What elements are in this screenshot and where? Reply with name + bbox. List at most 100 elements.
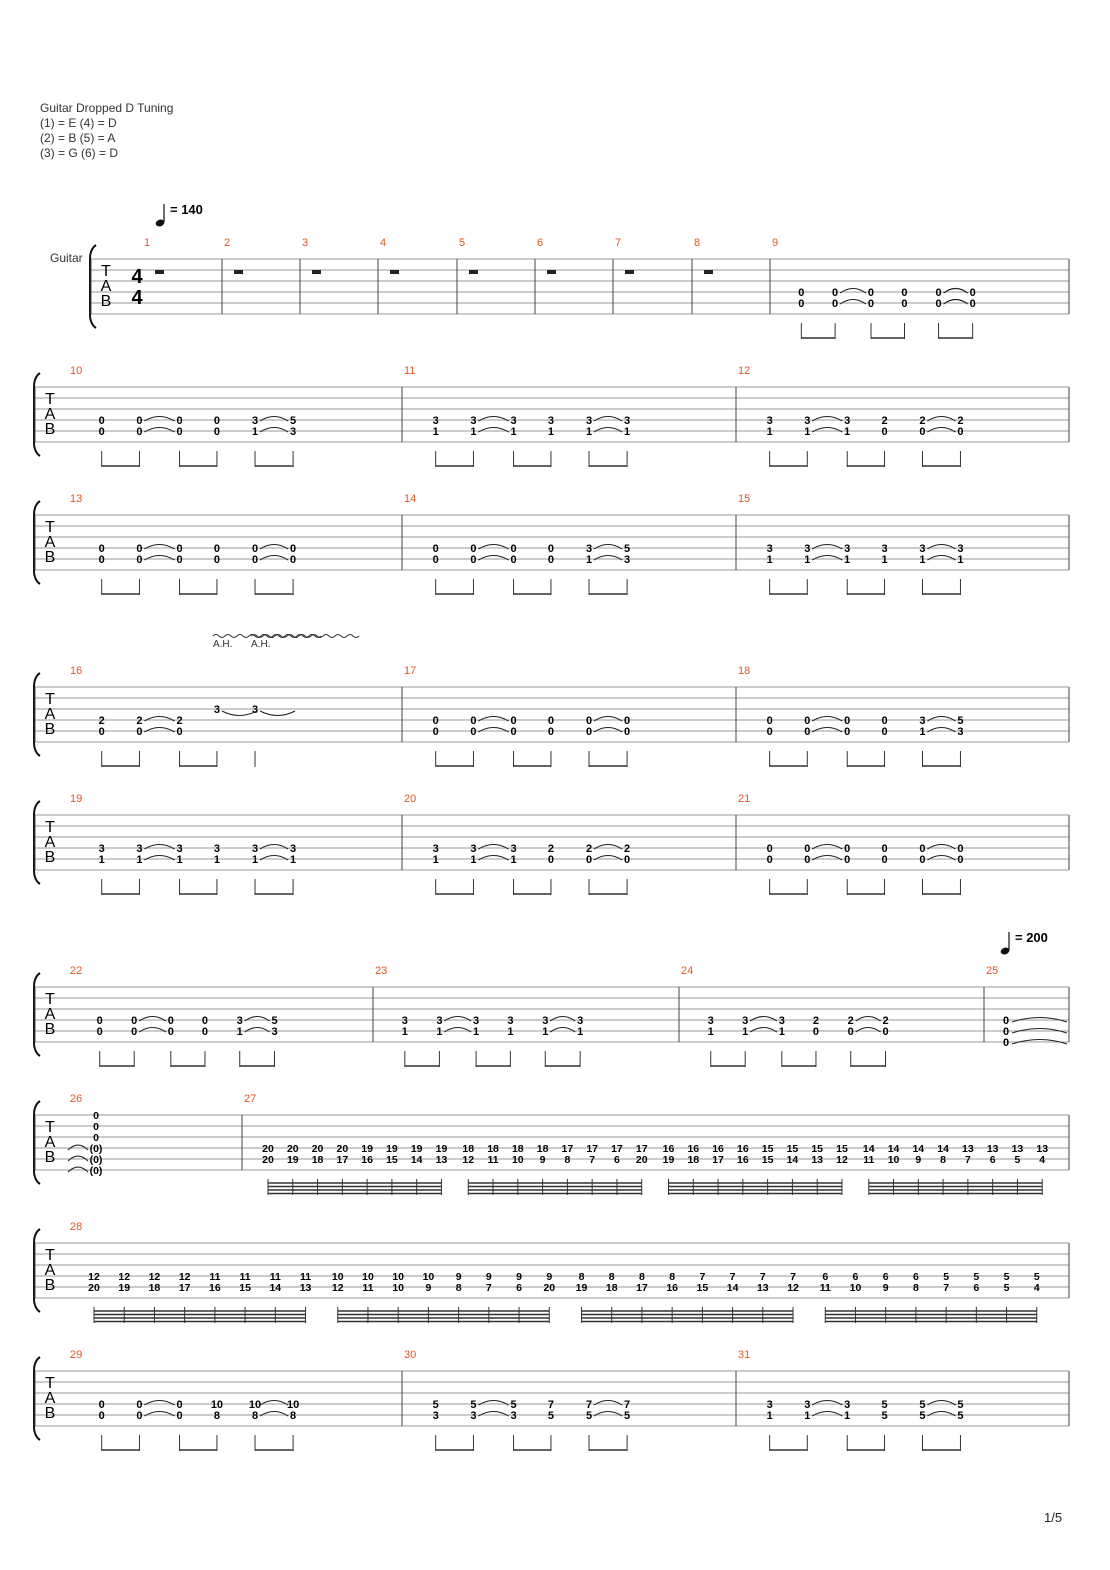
tab-fret-number: 0	[548, 543, 554, 555]
tab-clef-letter: B	[45, 1021, 56, 1038]
tuning-line: (3) = G (6) = D	[40, 146, 119, 160]
tab-fret-number: 0	[99, 726, 105, 738]
tab-fret-number: 0	[970, 298, 976, 310]
tab-fret-number: 2	[882, 1015, 888, 1027]
tab-fret-number: 11	[240, 1271, 251, 1283]
tab-fret-number: 15	[811, 1143, 823, 1155]
tab-fret-number: 0	[868, 287, 874, 299]
measure-number: 23	[375, 965, 387, 977]
tie-arc	[478, 1399, 509, 1406]
tab-fret-number: 10	[512, 1154, 524, 1166]
tab-fret-number: 0	[131, 1015, 137, 1027]
tab-fret-number: 13	[962, 1143, 974, 1155]
tab-fret-number: 3	[767, 543, 773, 555]
tab-fret-number: 0	[433, 543, 439, 555]
tab-fret-number: 3	[290, 426, 296, 438]
tab-fret-number: 1	[507, 1026, 513, 1038]
tab-fret-number: 14	[411, 1154, 423, 1166]
tie-arc	[927, 554, 956, 561]
tie-arc	[549, 1015, 576, 1022]
tab-fret-number: 13	[757, 1282, 769, 1294]
tab-fret-number: 3	[470, 843, 476, 855]
tab-fret-number: 3	[844, 415, 850, 427]
tab-fret-number: 0	[848, 1026, 854, 1038]
tie-arc	[811, 415, 843, 422]
tie-arc	[144, 415, 175, 422]
tab-fret-number: 3	[252, 704, 258, 716]
tab-fret-number: 17	[586, 1143, 598, 1155]
tab-fret-number: 9	[915, 1154, 921, 1166]
tab-fret-number: 20	[636, 1154, 648, 1166]
tab-fret-number: 0	[510, 554, 516, 566]
tab-fret-number: 11	[209, 1271, 220, 1283]
tab-fret-number: 3	[271, 1026, 277, 1038]
tab-fret-number: 0	[767, 715, 773, 727]
measure-number: 29	[70, 1349, 82, 1361]
tie-arc	[1011, 1027, 1068, 1034]
tab-fret-number: 3	[237, 1015, 243, 1027]
tab-fret-number: 8	[669, 1271, 675, 1283]
tab-fret-number: 13	[987, 1143, 999, 1155]
tab-fret-number: 10	[287, 1399, 299, 1411]
tab-clef-letter: B	[45, 1277, 56, 1294]
tab-fret-number: 9	[883, 1282, 889, 1294]
tab-fret-number: 7	[589, 1154, 595, 1166]
tab-fret-number: 7	[790, 1271, 796, 1283]
whole-rest	[704, 270, 713, 274]
tab-fret-number: 7	[965, 1154, 971, 1166]
tab-fret-number: 14	[937, 1143, 949, 1155]
tab-fret-number: 2	[548, 843, 554, 855]
tab-fret-number: 0	[881, 426, 887, 438]
tab-fret-number: 16	[666, 1282, 678, 1294]
tie-arc	[927, 426, 956, 433]
tab-fret-number: 1	[767, 426, 773, 438]
tab-fret-number: 0	[624, 726, 630, 738]
tab-fret-number: 1	[708, 1026, 714, 1038]
tie-arc	[259, 415, 289, 422]
measure-number: 21	[738, 793, 750, 805]
tab-fret-number: 0	[433, 554, 439, 566]
tab-fret-number: 0	[214, 426, 220, 438]
tab-fret-number: 0	[804, 843, 810, 855]
tab-fret-number: 0	[97, 1015, 103, 1027]
measure-number: 7	[615, 237, 621, 249]
artificial-harmonic-label: A.H.	[251, 639, 270, 650]
tie-arc	[927, 715, 956, 722]
tab-fret-number: 0	[798, 298, 804, 310]
tab-fret-number: 0	[798, 287, 804, 299]
tab-fret-number: 0	[252, 543, 258, 555]
tab-fret-number: 16	[712, 1143, 724, 1155]
tab-fret-number: 0	[957, 843, 963, 855]
time-signature-bottom: 4	[131, 287, 143, 309]
tab-fret-number: 3	[804, 543, 810, 555]
tie-arc	[839, 287, 867, 294]
tab-fret-number: 0	[176, 726, 182, 738]
tab-fret-number: 3	[252, 843, 258, 855]
tab-fret-number: 3	[742, 1015, 748, 1027]
tie-arc	[811, 854, 843, 861]
tab-fret-number: 6	[913, 1271, 919, 1283]
tie-arc	[138, 1026, 167, 1033]
tab-fret-number: 3	[214, 704, 220, 716]
tab-fret-number: 1	[510, 854, 516, 866]
measure-number: 12	[738, 365, 750, 377]
tab-fret-number: 2	[957, 415, 963, 427]
tab-fret-number: 0	[99, 426, 105, 438]
whole-rest	[312, 270, 321, 274]
tab-fret-number: 0	[176, 426, 182, 438]
tab-fret-number: 0	[881, 715, 887, 727]
tab-fret-number: 12	[836, 1154, 848, 1166]
tab-fret-number: 17	[179, 1282, 191, 1294]
tab-clef-letter: T	[45, 1119, 55, 1136]
tab-fret-number: 3	[433, 415, 439, 427]
tab-fret-number: 8	[579, 1271, 585, 1283]
tab-fret-number: 3	[436, 1015, 442, 1027]
tab-fret-number: 0	[882, 1026, 888, 1038]
tab-fret-number: 7	[486, 1282, 492, 1294]
tab-fret-number: 5	[1034, 1271, 1040, 1283]
tab-fret-number: 8	[252, 1410, 258, 1422]
tab-fret-number: 20	[543, 1282, 555, 1294]
measure-number: 2	[224, 237, 230, 249]
tab-fret-number: 1	[548, 426, 554, 438]
tab-fret-number: 0	[1003, 1037, 1009, 1049]
